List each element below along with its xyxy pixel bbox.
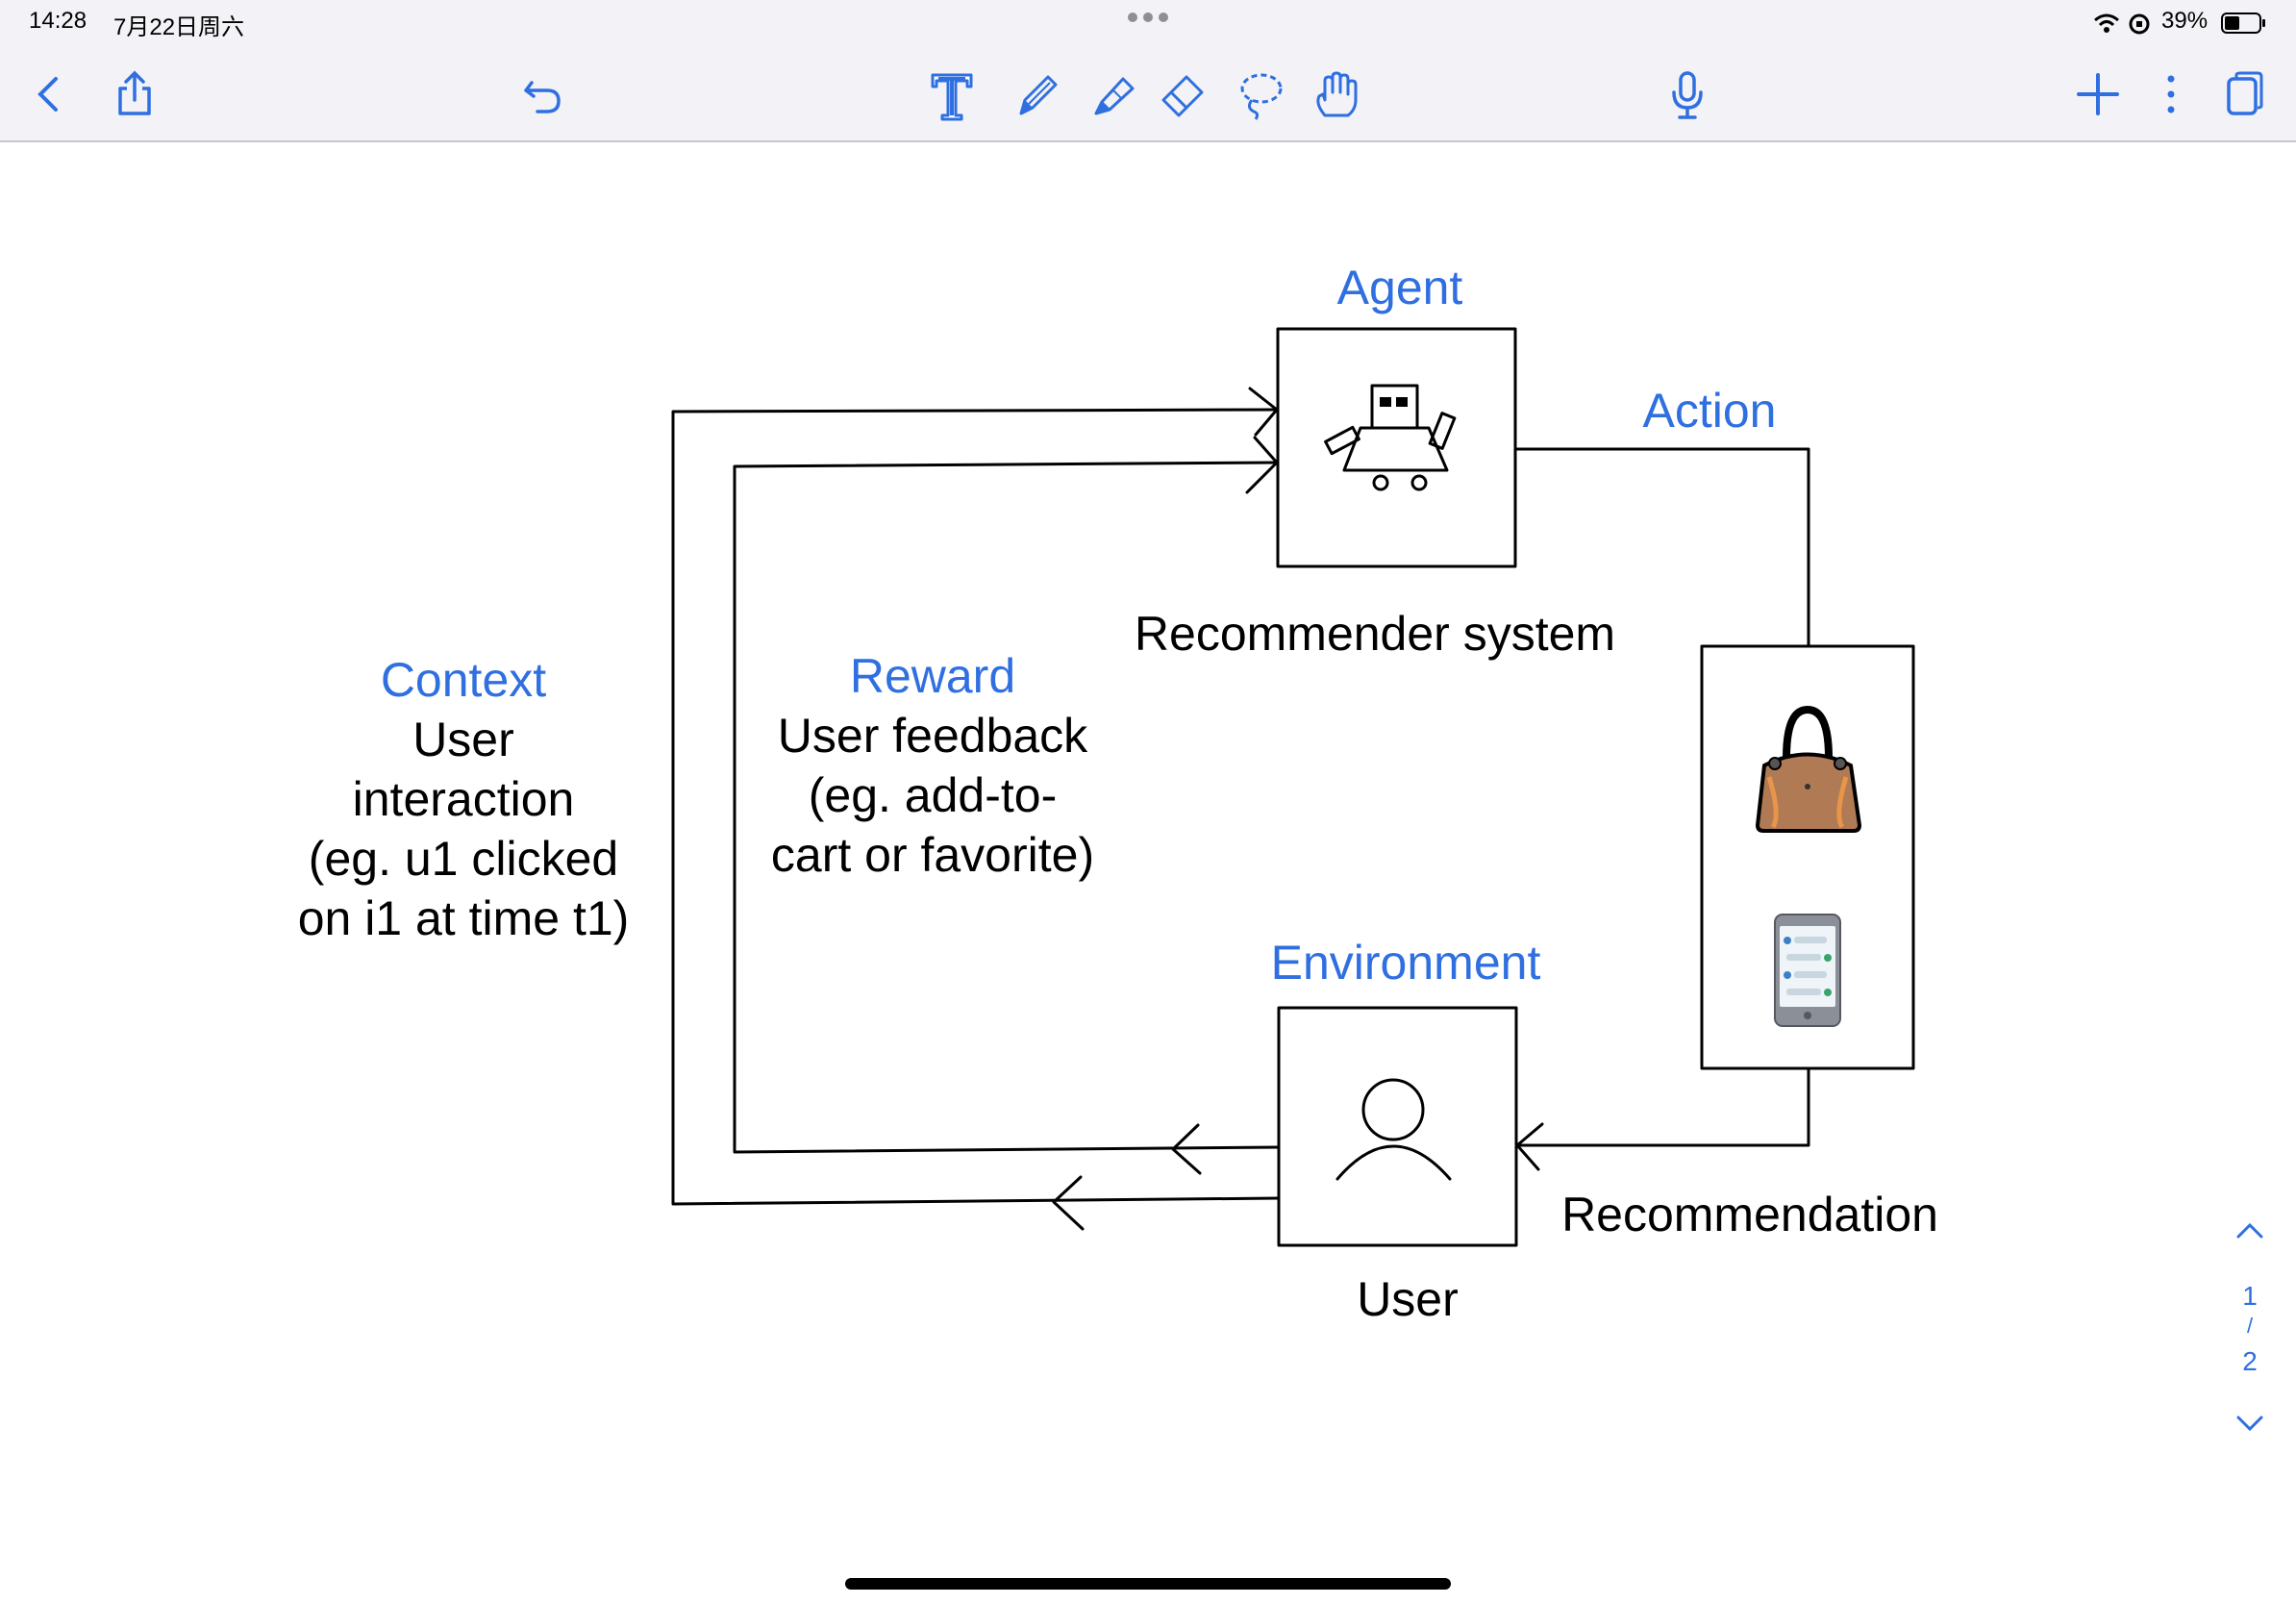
back-icon[interactable] (21, 65, 79, 123)
status-time: 14:28 (29, 8, 87, 34)
share-icon[interactable] (106, 65, 163, 123)
action-line (1513, 447, 1810, 648)
toolbar (0, 48, 2296, 142)
context-line: (eg. u1 clicked (308, 832, 619, 886)
hand-tool-icon[interactable] (1306, 65, 1363, 123)
context-line: User (412, 713, 514, 766)
context-line: interaction (352, 772, 575, 826)
undo-icon[interactable] (514, 65, 572, 123)
reward-line: cart or favorite) (770, 828, 1095, 882)
context-text: User interaction (eg. u1 clicked on i1 a… (252, 710, 675, 948)
handbag-icon (1755, 705, 1862, 833)
pen-tool-icon[interactable] (1008, 65, 1065, 123)
more-icon[interactable] (2142, 65, 2200, 123)
status-bar: 14:28 7月22日周六 39% (0, 0, 2296, 48)
recommendation-label: Recommendation (1561, 1188, 1938, 1241)
context-arrow-top (1248, 387, 1279, 437)
battery-icon (2221, 13, 2265, 34)
action-title: Action (1642, 384, 1777, 438)
reward-title: Reward (849, 649, 1016, 703)
smartphone-icon (1774, 914, 1841, 1027)
environment-title: Environment (1270, 936, 1541, 990)
add-icon[interactable] (2069, 65, 2127, 123)
reward-line: User feedback (777, 709, 1088, 763)
robot-icon (1324, 384, 1457, 491)
reward-line: (eg. add-to- (808, 768, 1058, 822)
highlighter-tool-icon[interactable] (1085, 65, 1142, 123)
context-loop-line (671, 408, 1281, 1206)
home-indicator[interactable] (845, 1578, 1451, 1590)
reward-arrow-bottom (1171, 1123, 1202, 1175)
lasso-tool-icon[interactable] (1231, 65, 1288, 123)
recommendation-arrowhead (1515, 1122, 1544, 1171)
note-canvas[interactable]: Agent Action Recommender system Context … (0, 142, 2296, 1604)
orientation-lock-icon (2129, 13, 2150, 35)
wifi-icon (2094, 13, 2119, 33)
pages-icon[interactable] (2215, 65, 2273, 123)
reward-loop-line (733, 461, 1281, 1154)
rl-diagram (671, 327, 1915, 1247)
microphone-icon[interactable] (1659, 65, 1716, 123)
reward-arrow-top (1245, 436, 1279, 494)
agent-title: Agent (1336, 261, 1463, 314)
environment-caption: User (1357, 1272, 1459, 1326)
status-date: 7月22日周六 (113, 14, 245, 40)
multitask-dots-icon[interactable] (1125, 10, 1171, 25)
page-separator: / (2246, 1314, 2254, 1338)
user-icon (1335, 1078, 1452, 1181)
context-title: Context (380, 653, 547, 707)
context-arrow-bottom (1052, 1175, 1085, 1231)
agent-caption: Recommender system (1134, 607, 1616, 661)
page-down-icon[interactable] (2235, 1414, 2264, 1433)
total-pages: 2 (2242, 1346, 2258, 1376)
recommendation-line (1515, 1066, 1810, 1147)
agent-box (1276, 327, 1517, 568)
context-line: on i1 at time t1) (297, 891, 630, 945)
environment-box (1277, 1006, 1518, 1247)
current-page: 1 (2242, 1281, 2258, 1311)
page-up-icon[interactable] (2235, 1221, 2264, 1241)
battery-percentage: 39% (2161, 8, 2209, 34)
eraser-tool-icon[interactable] (1154, 65, 1211, 123)
page-navigator: 1 / 2 (2221, 1212, 2279, 1452)
text-tool-icon[interactable] (923, 65, 981, 123)
reward-text: User feedback (eg. add-to- cart or favor… (731, 706, 1135, 885)
